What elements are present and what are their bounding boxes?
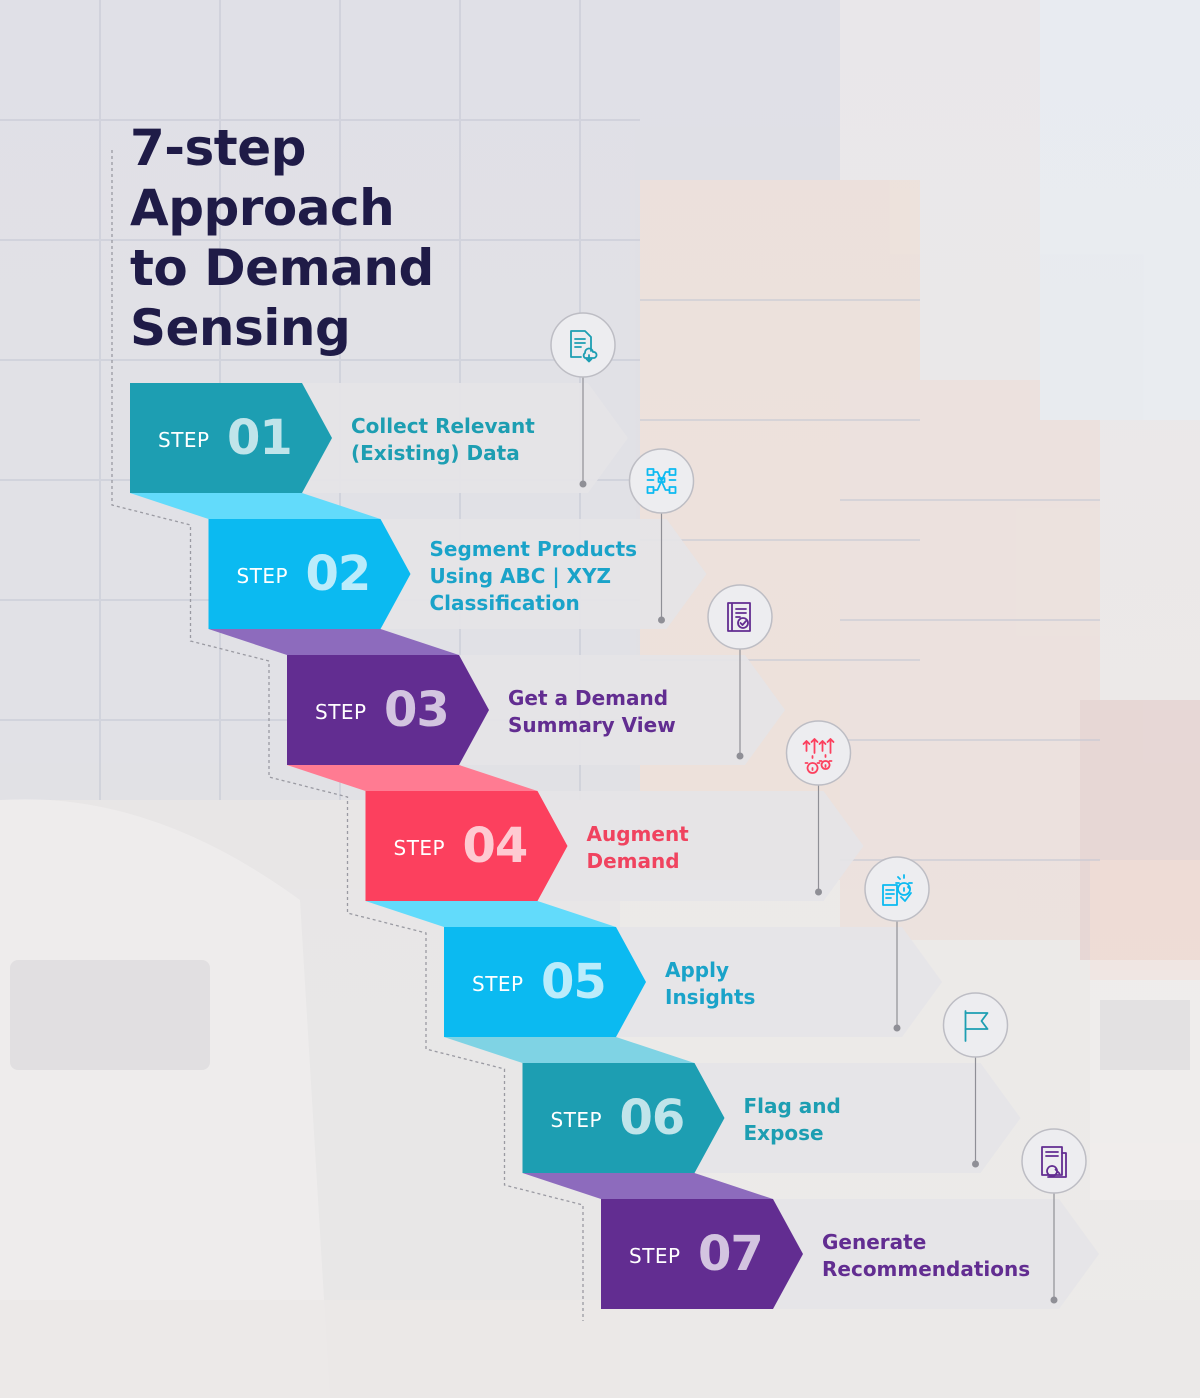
- step-bar: [773, 1199, 1099, 1309]
- step-description-line: Collect Relevant: [351, 414, 535, 438]
- icon-circle: [942, 992, 1009, 1058]
- step-06: [444, 992, 1021, 1173]
- step-description-line: Classification: [429, 590, 580, 615]
- title-line: Approach: [130, 179, 395, 237]
- step-fold: [444, 1037, 695, 1063]
- step-number: 04: [462, 818, 529, 874]
- icon-circle: [550, 312, 616, 378]
- step-chevron: [208, 519, 411, 629]
- connector-dot: [893, 1024, 901, 1032]
- step-label: STEP: [629, 1244, 681, 1268]
- step-description-line: Apply: [665, 958, 730, 982]
- step-label: STEP: [550, 1108, 603, 1132]
- report-search-icon: [1041, 1146, 1067, 1178]
- insight-gear-document-icon: [882, 874, 913, 906]
- connector-dot: [815, 888, 822, 896]
- step-label: STEP: [236, 564, 289, 588]
- connector-dot: [658, 616, 665, 624]
- step-07: [522, 1128, 1099, 1309]
- step-bar: [459, 655, 785, 765]
- icon-circle: [785, 720, 852, 786]
- step-chevron: [130, 383, 332, 493]
- step-description-line: Augment: [586, 822, 689, 846]
- step-chevron: [522, 1063, 725, 1173]
- title-line: to Demand: [130, 239, 434, 297]
- data-segmentation-icon: [646, 468, 677, 494]
- dotted-guide-line: [111, 150, 584, 1321]
- connector-dot: [579, 480, 587, 488]
- connector-dot: [972, 1160, 979, 1168]
- step-bar: [616, 927, 942, 1037]
- step-fold: [130, 493, 381, 519]
- step-fold: [287, 765, 538, 791]
- step-label: STEP: [472, 972, 524, 996]
- step-fold: [365, 901, 616, 927]
- step-bar: [537, 791, 864, 901]
- step-chevron: [287, 655, 489, 765]
- step-number: 07: [698, 1226, 764, 1282]
- step-description-line: Recommendations: [822, 1257, 1031, 1281]
- step-number: 06: [619, 1090, 686, 1146]
- step-description-line: Generate: [822, 1230, 927, 1254]
- icon-circle: [1021, 1128, 1087, 1194]
- growth-gears-icon: [802, 738, 835, 774]
- step-description-line: Summary View: [508, 713, 676, 737]
- step-bar: [380, 519, 707, 629]
- step-label: STEP: [158, 428, 210, 452]
- step-number: 02: [305, 546, 372, 602]
- title-line: Sensing: [130, 299, 351, 357]
- step-04: [287, 720, 864, 901]
- step-description-line: Get a Demand: [508, 686, 669, 710]
- page-title: 7-step Approach to Demand Sensing: [130, 118, 550, 358]
- step-bar: [302, 383, 628, 493]
- step-description-line: Using ABC | XYZ: [429, 563, 612, 588]
- step-number: 05: [541, 954, 607, 1010]
- connector-dot: [1050, 1296, 1058, 1304]
- step-number: 01: [227, 410, 293, 466]
- connector-dot: [736, 752, 744, 760]
- step-fold: [522, 1173, 773, 1199]
- document-cloud-download-icon: [570, 330, 598, 363]
- step-chevron: [444, 927, 646, 1037]
- title-line: 7-step: [130, 119, 306, 177]
- step-label: STEP: [393, 836, 446, 860]
- step-03: [208, 584, 785, 765]
- flag-icon: [964, 1010, 989, 1042]
- step-05: [365, 856, 942, 1037]
- step-description-line: Insights: [665, 985, 756, 1009]
- step-chevron: [365, 791, 568, 901]
- step-chevron: [601, 1199, 803, 1309]
- step-01: [130, 312, 628, 493]
- step-description: Collect Relevant (Existing) Data: [351, 413, 535, 467]
- step-02: [130, 448, 707, 629]
- summary-book-icon: [727, 602, 751, 632]
- step-description-line: Segment Products: [429, 536, 638, 561]
- step-label: STEP: [315, 700, 367, 724]
- step-description-line: Flag and: [743, 1094, 841, 1118]
- step-fold: [208, 629, 459, 655]
- step-description-line: (Existing) Data: [351, 441, 520, 465]
- step-bar: [694, 1063, 1021, 1173]
- step-description-line: Demand: [586, 849, 680, 873]
- step-number: 03: [384, 682, 450, 738]
- step-description-line: Expose: [743, 1121, 824, 1145]
